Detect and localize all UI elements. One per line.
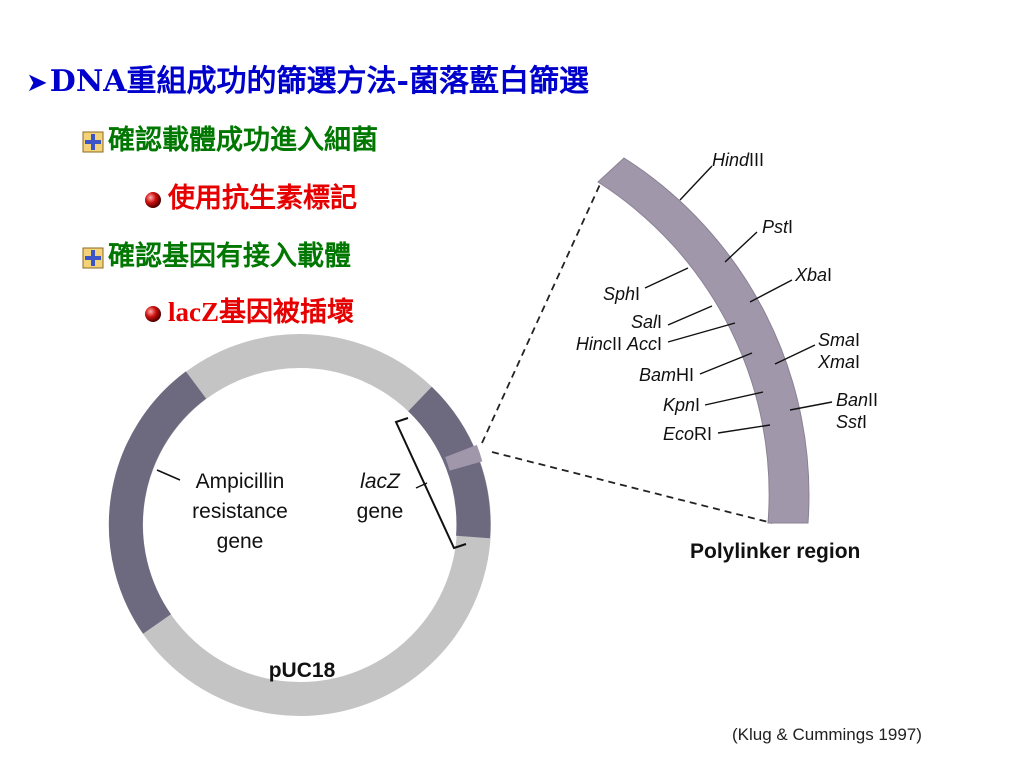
- left-site-lines: [644, 267, 771, 434]
- citation: (Klug & Cummings 1997): [732, 725, 922, 744]
- polylinker-segment: [445, 444, 483, 471]
- site-banii: BanII: [836, 390, 878, 410]
- site-ssti: SstI: [836, 412, 867, 432]
- lacz-label-1: lacZ: [360, 470, 401, 493]
- site-xmai: XmaI: [817, 352, 860, 372]
- zoom-line-bottom: [491, 451, 773, 524]
- site-bamhi: BamHI: [639, 365, 694, 385]
- lacz-segment: [407, 386, 491, 539]
- ampicillin-label-2: resistance: [192, 500, 288, 523]
- polylinker-band: [597, 157, 810, 524]
- plus-square-icon: [82, 131, 104, 152]
- site-sali: SalI: [631, 312, 662, 332]
- site-psti: PstI: [762, 217, 793, 237]
- site-sphi: SphI: [603, 284, 640, 304]
- red-sphere-icon: [145, 305, 161, 322]
- site-hindiii: HindIII: [712, 150, 764, 170]
- sub-bullet-item-2: lacZ基因被插壞: [142, 290, 354, 329]
- plasmid-ring: [108, 334, 491, 716]
- bullet-item-1-text: 確認載體成功進入細菌: [108, 125, 378, 156]
- lacz-bracket: [394, 417, 467, 550]
- ampicillin-leader-line: [156, 469, 181, 481]
- site-xbai: XbaI: [794, 265, 832, 285]
- bullet-item-1: 確認載體成功進入細菌: [82, 118, 378, 157]
- sub-bullet-item-1-text: 使用抗生素標記: [168, 183, 357, 214]
- site-hincii-acci: HincII AccI: [576, 334, 662, 354]
- slide-title-text: DNA重組成功的篩選方法-菌落藍白篩選: [49, 64, 589, 99]
- polylinker-title: Polylinker region: [690, 540, 860, 563]
- ampicillin-segment: [108, 371, 207, 634]
- lacz-text: lacZ: [168, 297, 219, 327]
- zoom-line-top: [481, 179, 603, 444]
- sub-bullet-item-1: 使用抗生素標記: [142, 176, 357, 215]
- right-site-lines: [679, 165, 833, 411]
- bullet-item-2: 確認基因有接入載體: [82, 234, 351, 273]
- bullet-item-2-text: 確認基因有接入載體: [108, 241, 351, 272]
- ampicillin-label-1: Ampicillin: [196, 470, 285, 493]
- slide-title: ➤DNA重組成功的篩選方法-菌落藍白篩選: [26, 56, 589, 100]
- sub-bullet-item-2-text: 基因被插壞: [219, 297, 354, 328]
- site-ecori: EcoRI: [663, 424, 712, 444]
- red-sphere-icon: [145, 191, 161, 208]
- site-kpni: KpnI: [663, 395, 700, 415]
- lacz-leader-line: [415, 482, 428, 489]
- plasmid-name: pUC18: [269, 659, 336, 682]
- arrowhead-icon: ➤: [26, 68, 48, 98]
- lacz-label-2: gene: [357, 500, 404, 523]
- ampicillin-label-3: gene: [217, 530, 264, 553]
- site-smai: SmaI: [818, 330, 860, 350]
- plus-square-icon: [82, 247, 104, 268]
